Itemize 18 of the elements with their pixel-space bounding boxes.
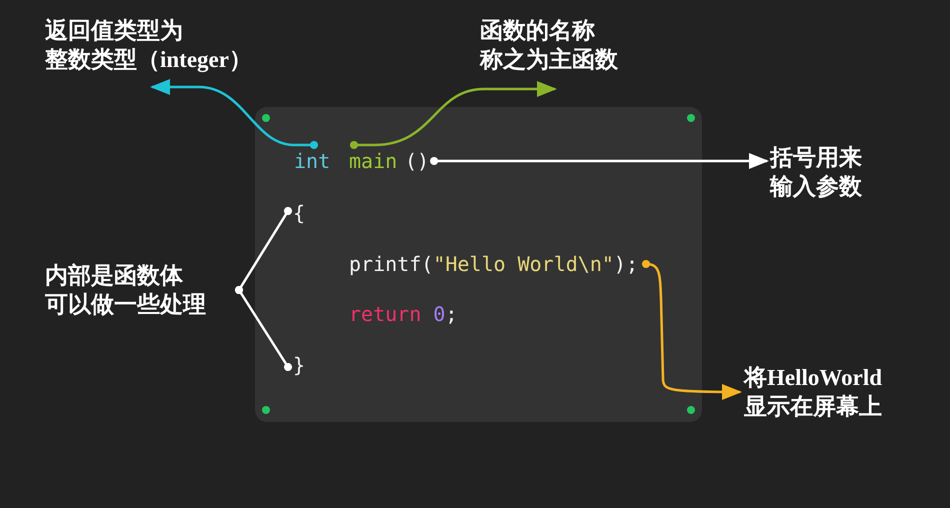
function-name: main	[349, 149, 398, 173]
annotation-text: 括号用来输入参数	[770, 143, 880, 201]
arrow	[642, 260, 742, 400]
code-keyword: int	[294, 149, 330, 173]
annotation-text: 内部是函数体可以做一些处理	[45, 261, 235, 319]
annotation-text: 将HelloWorld显示在屏幕上	[744, 363, 924, 421]
annotation-text: 返回值类型为整数类型（integer）	[45, 16, 275, 84]
code-brace: }	[293, 353, 306, 377]
code-panel	[255, 107, 702, 422]
arrow	[350, 81, 557, 150]
annotation-text: 函数的名称称之为主函数	[480, 16, 640, 86]
bracket-line	[234, 286, 292, 372]
arrow	[430, 153, 769, 169]
arrow	[150, 79, 318, 150]
code-parentheses: ()	[405, 149, 430, 173]
code-statement: return 0;	[349, 302, 458, 326]
code-statement: printf("Hello World\n");	[349, 252, 638, 276]
code-brace: {	[293, 201, 306, 225]
